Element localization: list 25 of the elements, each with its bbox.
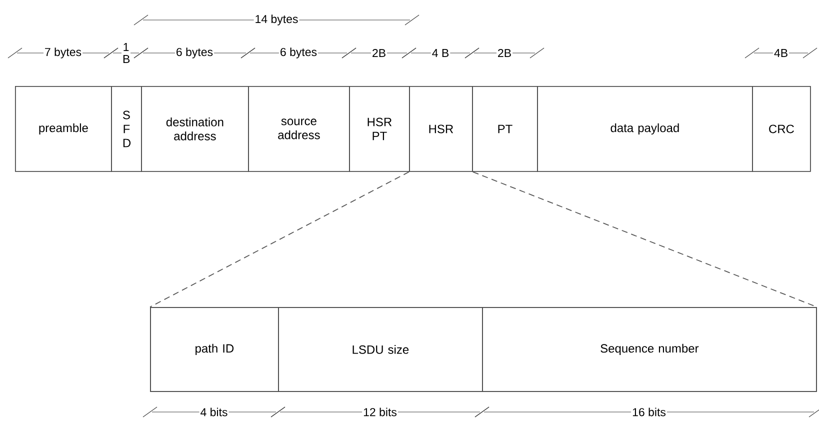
field-box: CRC [752, 86, 811, 172]
dimension-label: 4 bits [199, 406, 229, 418]
field-box: LSDU size [278, 307, 483, 392]
field-box: PT [472, 86, 538, 172]
field-box: HSR [409, 86, 473, 172]
dimension-label: 2B [370, 48, 388, 58]
field-box: preamble [15, 86, 112, 172]
dimension-label: 12 bits [362, 406, 398, 418]
dimension-label: 6 bytes [174, 46, 214, 60]
field-box: data payload [537, 86, 753, 172]
dimension-label: 2B [496, 48, 513, 58]
field-box: path ID [150, 307, 279, 392]
field-box: source address [248, 86, 350, 172]
field-box: HSR PT [349, 86, 410, 172]
field-box: destination address [141, 86, 249, 172]
field-box: S F D [111, 86, 142, 172]
dimension-label: 14 bytes [254, 14, 300, 26]
dimension-label: 4B [772, 48, 790, 58]
field-box: Sequence number [482, 307, 817, 392]
dimension-label: 16 bits [631, 406, 667, 418]
dimension-label: 4 B [430, 48, 450, 58]
dimension-label: 1 B [122, 42, 130, 64]
dashed-connector [150, 171, 410, 308]
dimension-label: 6 bytes [278, 46, 318, 60]
dimension-label: 7 bytes [43, 46, 83, 60]
